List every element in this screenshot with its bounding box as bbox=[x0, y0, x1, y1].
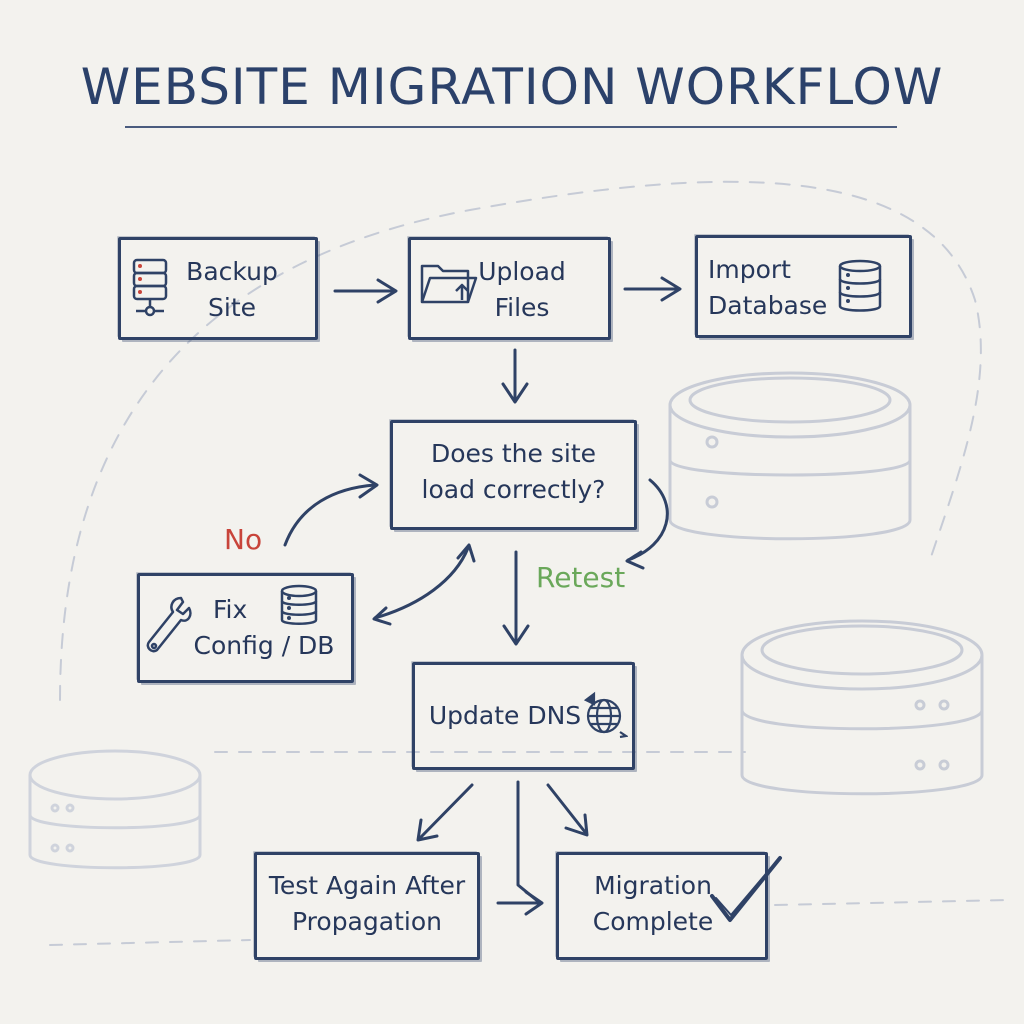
dns-line1: Update DNS bbox=[428, 701, 582, 730]
node-fix-label: Fix Config / DB bbox=[185, 592, 343, 664]
edge-label-no: No bbox=[224, 523, 263, 556]
node-dns-label: Update DNS bbox=[425, 698, 585, 734]
database-icon bbox=[280, 584, 318, 625]
arrow-upload-to-import bbox=[623, 276, 682, 302]
upload-line2: Files bbox=[494, 293, 550, 322]
arrow-backup-to-upload bbox=[333, 278, 398, 304]
arrow-dns-to-complete-direct bbox=[496, 780, 544, 916]
node-import-database bbox=[695, 235, 912, 338]
globe-icon bbox=[583, 691, 628, 738]
node-backup-site bbox=[118, 237, 318, 340]
server-drum-small bbox=[28, 749, 202, 870]
node-update-dns bbox=[412, 662, 635, 770]
node-test-label: Test Again After Propagation bbox=[258, 868, 476, 940]
arrow-no-to-decision bbox=[283, 473, 379, 547]
decision-line1: Does the site bbox=[430, 439, 597, 468]
test-line2: Propagation bbox=[292, 907, 442, 936]
node-migration-complete bbox=[556, 852, 768, 960]
complete-line1: Migration bbox=[594, 871, 712, 900]
arrow-upload-to-decision bbox=[501, 348, 529, 404]
arrow-retest-loop bbox=[625, 478, 669, 570]
arrow-dns-to-test bbox=[416, 783, 474, 842]
node-complete-label: Migration Complete bbox=[585, 868, 721, 940]
backup-line2: Site bbox=[208, 293, 256, 322]
upload-line1: Upload bbox=[478, 257, 566, 286]
database-icon bbox=[838, 259, 882, 312]
server-drum-large-1 bbox=[668, 371, 912, 541]
node-upload-files bbox=[408, 237, 611, 340]
node-import-label: Import Database bbox=[700, 252, 828, 324]
node-upload-label: Upload Files bbox=[462, 254, 582, 326]
node-decision-label: Does the site load correctly? bbox=[395, 436, 632, 508]
node-fix-config bbox=[137, 573, 354, 683]
dashed-right-line bbox=[774, 899, 1011, 906]
import-line1: Import bbox=[708, 255, 791, 284]
node-backup-label: Backup Site bbox=[178, 254, 286, 326]
decision-line2: load correctly? bbox=[421, 475, 606, 504]
fix-line1: Fix bbox=[213, 595, 248, 624]
folder-upload-icon bbox=[420, 264, 478, 304]
complete-line2: Complete bbox=[592, 907, 714, 936]
title-underline bbox=[125, 126, 897, 128]
wrench-icon bbox=[146, 596, 192, 653]
database-icon bbox=[132, 258, 168, 317]
page-title: WEBSITE MIGRATION WORKFLOW bbox=[80, 58, 944, 116]
test-line1: Test Again After bbox=[268, 871, 466, 900]
node-decision bbox=[390, 420, 637, 530]
dashed-bottom-line bbox=[49, 939, 251, 946]
server-drum-large-2 bbox=[740, 619, 984, 796]
edge-label-retest: Retest bbox=[536, 561, 626, 594]
arrow-dns-to-complete bbox=[546, 783, 589, 837]
dashed-flow-line bbox=[59, 180, 982, 701]
fix-line2: Config / DB bbox=[193, 631, 335, 660]
arrow-decision-to-dns bbox=[502, 550, 530, 646]
node-test-again bbox=[254, 852, 480, 960]
checkmark-icon bbox=[710, 856, 782, 922]
backup-line1: Backup bbox=[186, 257, 278, 286]
arrow-decision-fix-bidirectional bbox=[372, 543, 476, 626]
import-line2: Database bbox=[708, 291, 828, 320]
